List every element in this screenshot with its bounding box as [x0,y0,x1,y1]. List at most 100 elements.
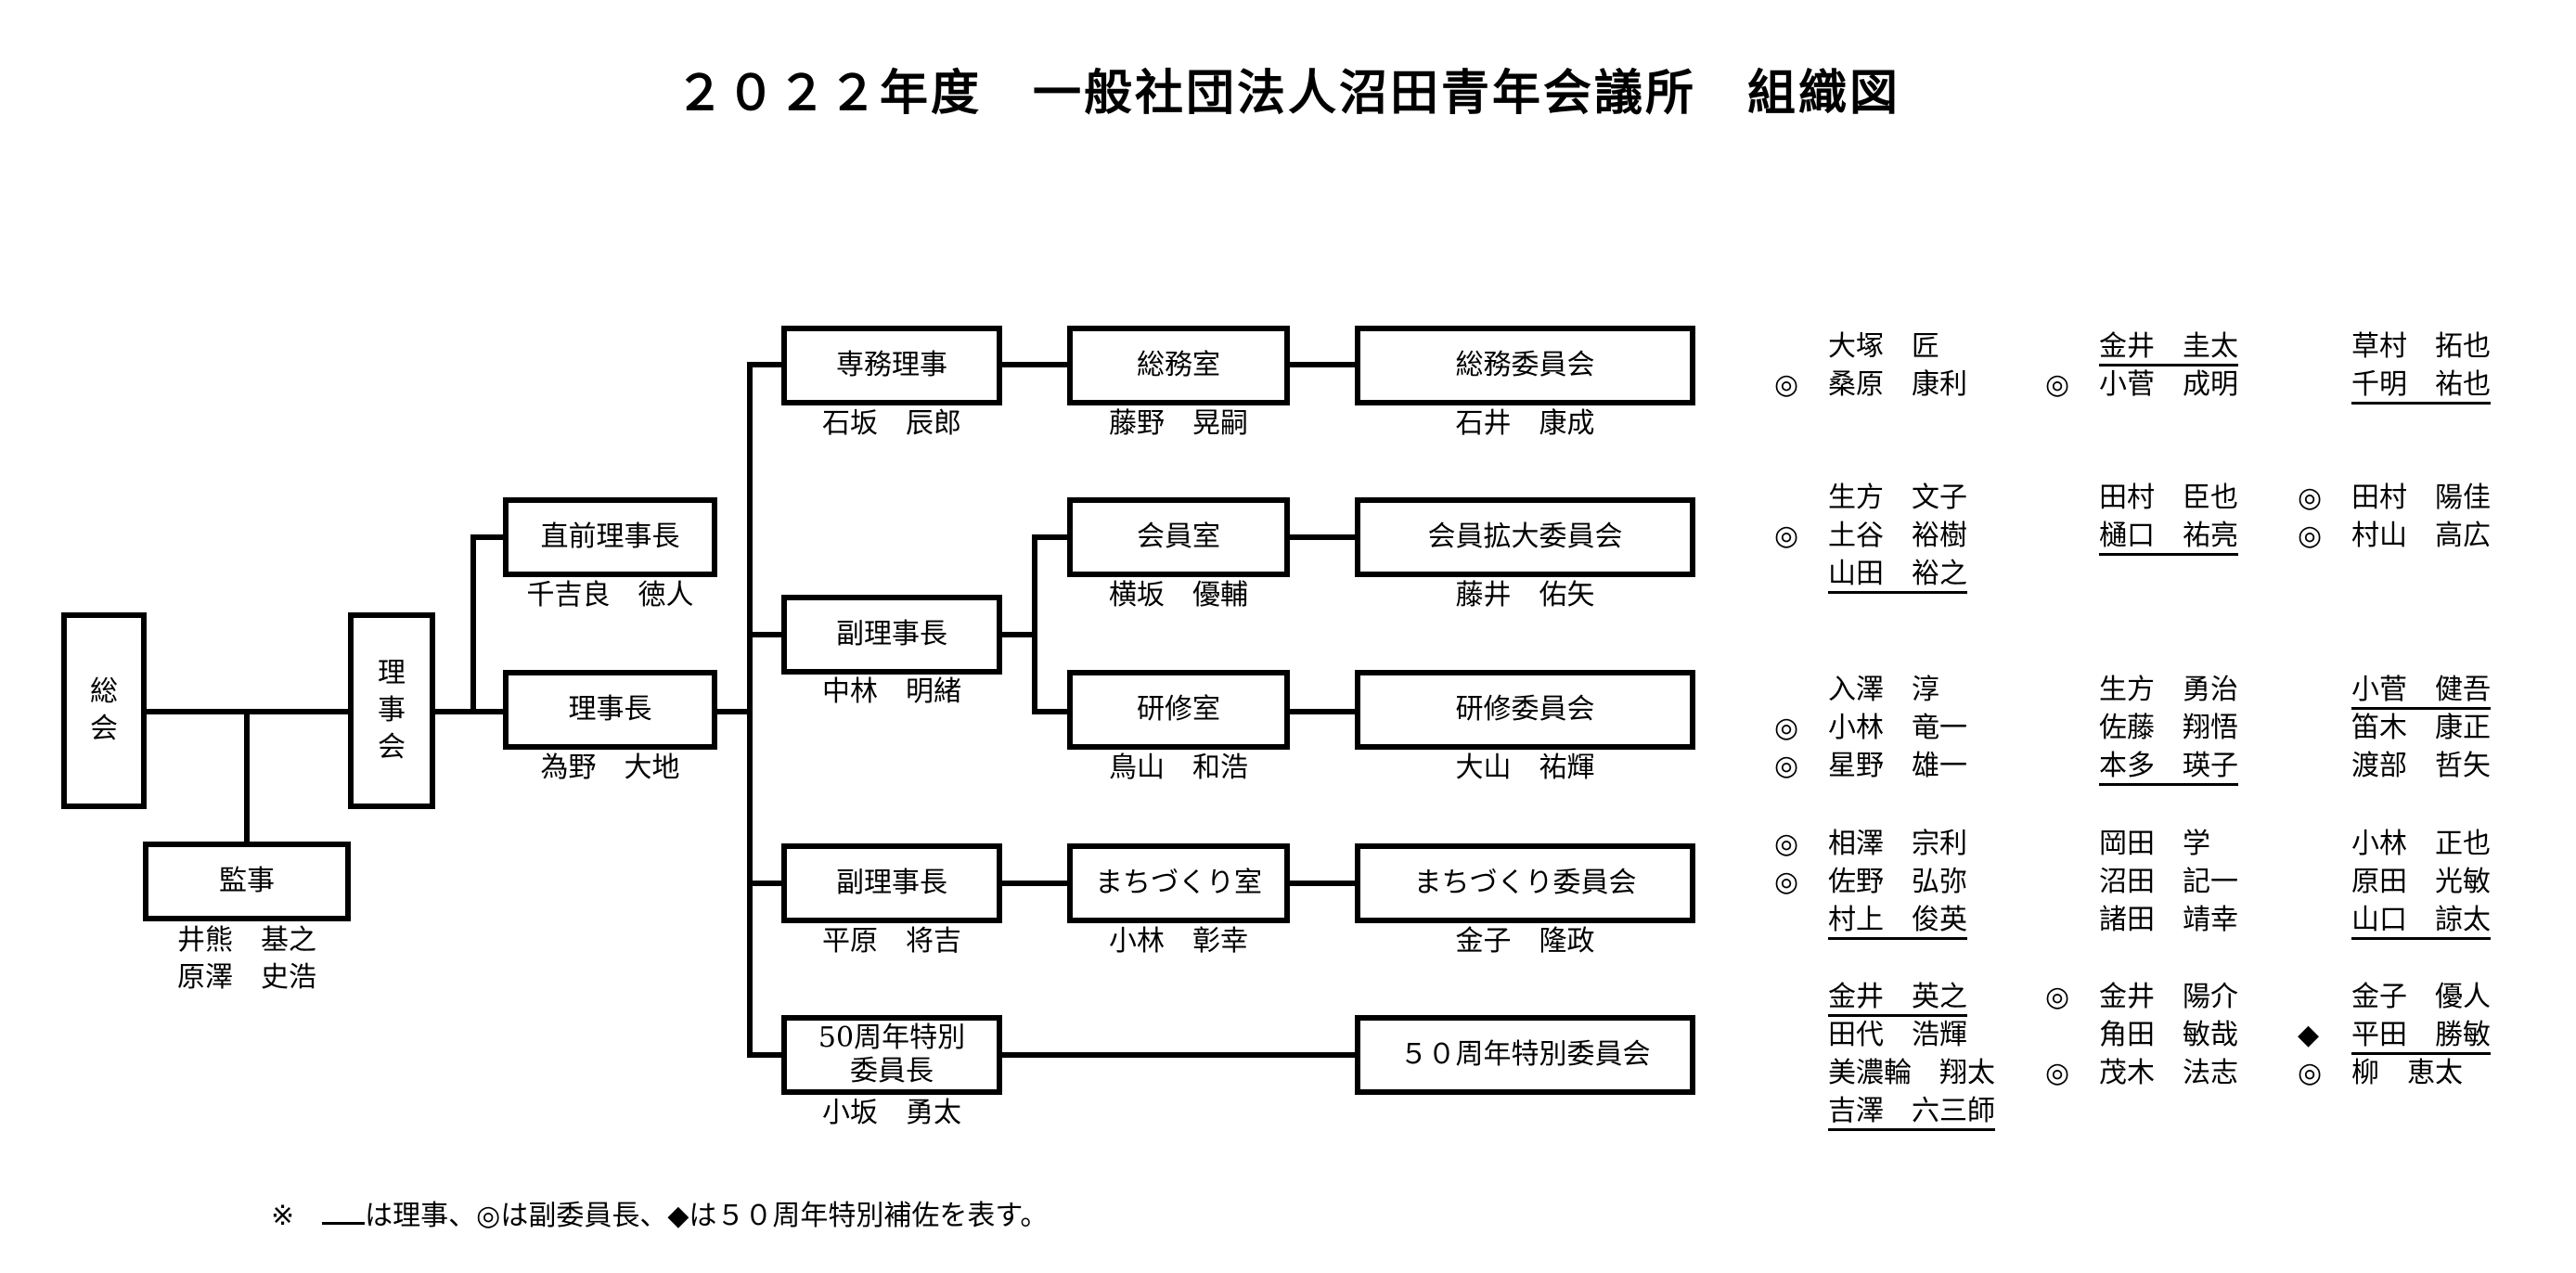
committee-chair-name: 藤井 佑矢 [1455,579,1595,611]
member-name: 岡田 学 [2099,828,2210,860]
vice-president-box: 副理事長 [781,843,1002,923]
committee-label: まちづくり委員会 [1413,867,1637,899]
room-label: まちづくり室 [1095,867,1262,899]
committee-chair-name: 大山 祐輝 [1455,752,1595,784]
member-mark: ◎ [1774,520,1799,552]
auditor-name: 原澤 史浩 [177,961,316,994]
underline-sample [322,1196,366,1225]
member-mark: ◎ [2045,1057,2070,1089]
member-name: 田村 陽佳 [2351,482,2491,514]
member-name: 金子 優人 [2351,981,2491,1013]
committee-box: 総務委員会 [1355,326,1695,405]
vice-president-box: 副理事長 [781,595,1002,675]
member-mark: ◎ [2298,520,2323,552]
vice-president-label: 副理事長 [836,618,947,650]
committee-chair-name: 金子 隆政 [1455,925,1595,958]
member-name: 生方 勇治 [2099,674,2238,706]
board-char: 事 [378,694,406,727]
member-mark: ◆ [2298,1019,2320,1051]
member-name: 佐野 弘弥 [1828,866,1967,898]
former-president-name: 千吉良 徳人 [526,579,694,611]
member-mark: ◎ [2045,368,2070,401]
member-name: 金井 陽介 [2099,981,2238,1013]
member-name: 角田 敏哉 [2099,1019,2238,1051]
member-name: 大塚 匠 [1828,330,1939,363]
board-char: 理 [378,657,406,689]
member-mark: ◎ [1774,368,1799,401]
committee-label: 総務委員会 [1455,349,1595,381]
member-name: 草村 拓也 [2351,330,2491,363]
member-mark: ◎ [1774,828,1799,860]
room-head-name: 藤野 晃嗣 [1109,407,1248,440]
page-title: ２０２２年度 一般社団法人沼田青年会議所 組織図 [675,65,1900,122]
footnote-text: は理事、◎は副委員長、◆は５０周年特別補佐を表す。 [365,1200,1049,1232]
member-name: 相澤 宗利 [1828,828,1967,860]
anniversary-chair-label: 50周年特別 [818,1022,966,1054]
member-name: 山田 裕之 [1828,556,1967,594]
committee-box: 研修委員会 [1355,670,1695,750]
vice-president-label: 副理事長 [836,867,947,899]
member-name: 桑原 康利 [1828,368,1967,401]
general-assembly-box: 総 会 [61,612,147,809]
general-assembly-char: 総 [90,675,118,708]
room-label: 総務室 [1137,349,1220,381]
member-name: 田代 浩輝 [1828,1019,1967,1051]
room-box: 研修室 [1067,670,1290,750]
member-name: 生方 文子 [1828,482,1967,514]
former-president-box: 直前理事長 [503,497,717,577]
executive-director-name: 石坂 辰郎 [822,407,961,440]
auditor-label: 監事 [219,865,275,897]
anniversary-chair-label: 委員長 [850,1055,934,1087]
room-head-name: 鳥山 和浩 [1109,752,1248,784]
member-name: 吉澤 六三師 [1828,1093,1995,1131]
room-box: 会員室 [1067,497,1290,577]
room-box: 総務室 [1067,326,1290,405]
executive-director-box: 専務理事 [781,326,1002,405]
member-name: 笛木 康正 [2351,712,2491,744]
committee-label: ５０周年特別委員会 [1399,1038,1651,1071]
committee-chair-name: 石井 康成 [1455,407,1595,440]
member-name: 佐藤 翔悟 [2099,712,2238,744]
member-mark: ◎ [2298,1057,2323,1089]
anniversary-chair-box: 50周年特別 委員長 [781,1015,1002,1095]
room-label: 研修室 [1137,693,1220,726]
member-name: 小菅 成明 [2099,368,2238,401]
member-name: 柳 恵太 [2351,1057,2463,1089]
member-name: 小菅 健吾 [2351,672,2491,710]
member-name: 入澤 淳 [1828,674,1939,706]
executive-director-label: 専務理事 [836,349,947,381]
member-name: 金井 圭太 [2099,328,2238,366]
room-head-name: 横坂 優輔 [1109,579,1248,611]
committee-box: 会員拡大委員会 [1355,497,1695,577]
member-name: 村山 高広 [2351,520,2491,552]
committee-box: ５０周年特別委員会 [1355,1015,1695,1095]
footnote-prefix: ※ [271,1200,323,1232]
board-char: 会 [378,731,406,764]
member-name: 星野 雄一 [1828,750,1967,782]
room-box: まちづくり室 [1067,843,1290,923]
member-name: 茂木 法志 [2099,1057,2238,1089]
member-mark: ◎ [2045,981,2070,1013]
member-mark: ◎ [1774,750,1799,782]
member-name: 田村 臣也 [2099,482,2238,514]
president-box: 理事長 [503,670,717,750]
president-name: 為野 大地 [540,752,680,784]
member-name: 金井 英之 [1828,979,1967,1017]
auditor-name: 井熊 基之 [177,924,316,957]
member-name: 沼田 記一 [2099,866,2238,898]
general-assembly-char: 会 [90,713,118,745]
member-name: 樋口 祐亮 [2099,518,2238,556]
member-name: 千明 祐也 [2351,366,2491,405]
committee-label: 会員拡大委員会 [1427,521,1623,553]
board-box: 理 事 会 [348,612,435,809]
member-name: 渡部 哲矢 [2351,750,2491,782]
member-name: 原田 光敏 [2351,866,2491,898]
member-name: 土谷 裕樹 [1828,520,1967,552]
footnote: ※ は理事、◎は副委員長、◆は５０周年特別補佐を表す。 [271,1192,1048,1233]
member-mark: ◎ [1774,712,1799,744]
room-label: 会員室 [1137,521,1220,553]
former-president-label: 直前理事長 [540,521,680,553]
member-name: 小林 竜一 [1828,712,1967,744]
member-mark: ◎ [1774,866,1799,898]
